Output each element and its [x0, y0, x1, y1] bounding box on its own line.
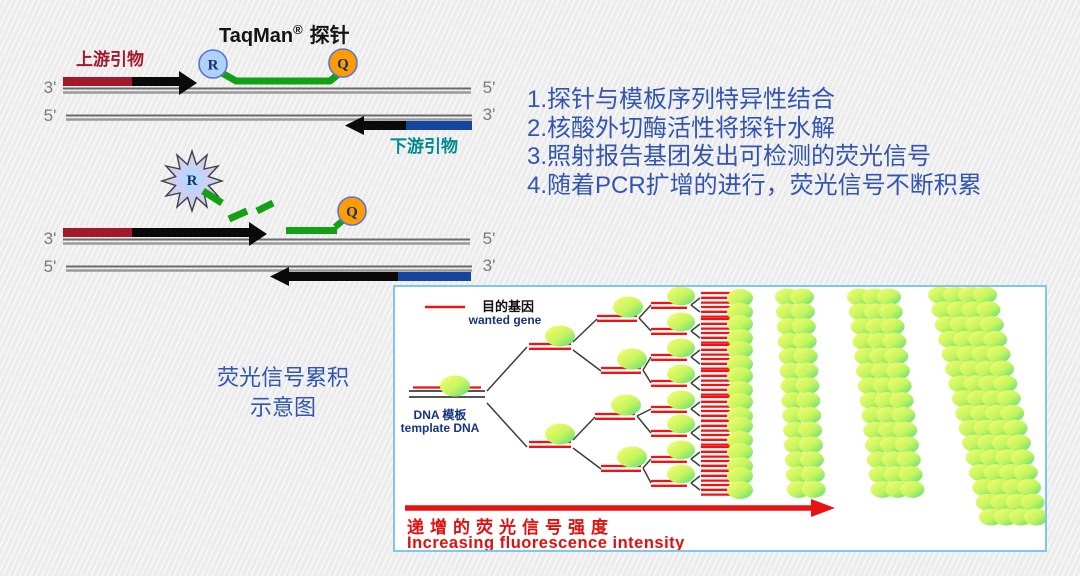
reverse-primer [398, 272, 471, 281]
growth-label-en: Increasing fluorescence intensity [407, 534, 685, 550]
template-dna-unit [409, 375, 485, 398]
probe-diagrams: TaqMan®探针 上游引物 R Q 3' 5' 5' [44, 22, 496, 286]
step-3: 3.照射报告基团发出可检测的荧光信号 [527, 143, 932, 170]
strand-end-label: 5' [44, 257, 57, 276]
legend-label-en: wanted gene [468, 313, 542, 327]
probe-oligo [220, 69, 344, 85]
forward-primer-label: 上游引物 [76, 49, 144, 69]
reverse-primer [405, 121, 472, 130]
quencher-label: Q [337, 57, 349, 73]
extension-arrow-head [270, 267, 289, 286]
reverse-primer-label: 下游引物 [390, 136, 458, 156]
forward-primer [63, 228, 133, 237]
strand-end-label: 3' [483, 105, 496, 124]
template-label-cn: DNA 模板 [414, 407, 468, 422]
panel-caption: 荧光信号累积 示意图 [193, 363, 373, 423]
legend-label-cn: 目的基因 [482, 299, 534, 314]
forward-primer [63, 77, 133, 86]
taqman-title: TaqMan®探针 [219, 22, 350, 47]
released-reporter-label: R [187, 173, 198, 189]
extension-arrow-body [362, 121, 406, 130]
diagram-cleaved-probe: R Q 3' 5' 5' 3' [44, 148, 496, 286]
quencher-dye [328, 48, 358, 78]
extension-arrow-body [132, 77, 179, 86]
caption-line2: 示意图 [249, 395, 316, 420]
extension-arrow-head [345, 116, 364, 135]
quencher-dye [337, 196, 367, 226]
amplification-diagram: 目的基因 wanted gene DNA 模板 template DNA 递增的… [401, 286, 1048, 552]
diagram-intact-probe: TaqMan®探针 上游引物 R Q 3' 5' 5' [44, 22, 496, 156]
strand-end-label: 5' [44, 106, 57, 125]
quencher-label: Q [346, 205, 358, 221]
step-2: 2.核酸外切酶活性将探针水解 [527, 114, 836, 142]
amplification-tree [486, 286, 1048, 526]
extension-arrow-body [132, 228, 249, 237]
growth-label-cn: 递增的荧光信号强度 [407, 517, 614, 537]
fluorescence-arrow-head [811, 499, 835, 517]
caption-line1: 荧光信号累积 [216, 365, 349, 390]
extension-arrow-head [179, 71, 197, 95]
strand-end-label: 5' [483, 229, 496, 248]
reporter-label: R [208, 58, 219, 74]
strand-end-label: 3' [483, 256, 496, 275]
template-label-en: template DNA [401, 421, 480, 435]
strand-end-label: 3' [44, 78, 57, 97]
amplification-panel: 目的基因 wanted gene DNA 模板 template DNA 递增的… [393, 285, 1048, 552]
strand-end-label: 5' [483, 78, 496, 97]
reporter-glow [180, 167, 204, 191]
probe-fragment [227, 207, 249, 223]
mechanism-steps: 1.探针与模板序列特异性结合 2.核酸外切酶活性将探针水解 3.照射报告基团发出… [527, 86, 1072, 200]
step-4: 4.随着PCR扩增的进行，荧光信号不断积累 [527, 171, 982, 199]
strand-end-label: 3' [44, 229, 57, 248]
probe-fragment [255, 199, 275, 215]
extension-arrow-head [249, 222, 267, 246]
probe-fragment [201, 188, 224, 206]
reporter-dye [198, 49, 228, 79]
extension-arrow-body [287, 272, 398, 281]
step-1: 1.探针与模板序列特异性结合 [527, 86, 836, 113]
